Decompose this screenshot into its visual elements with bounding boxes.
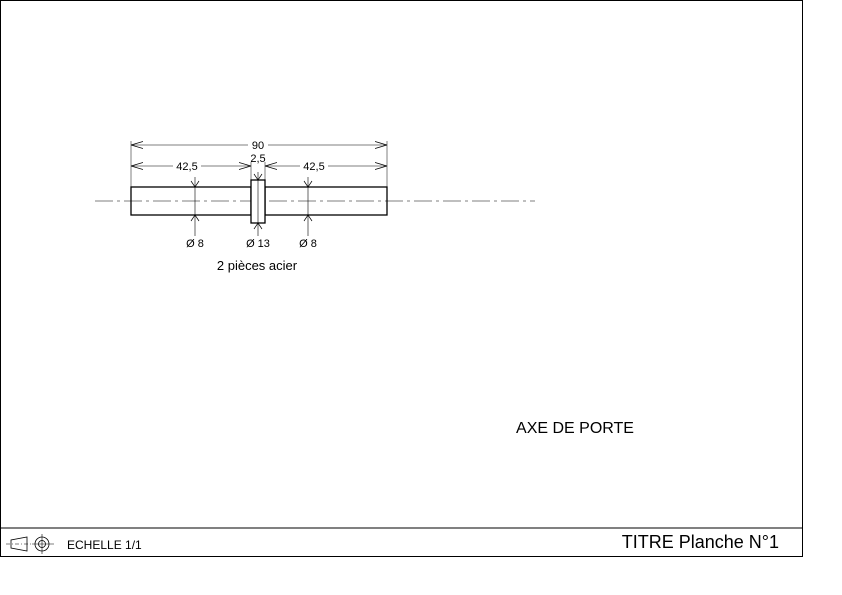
diameter-label-left: Ø 8 xyxy=(186,238,204,250)
dimension-overall-length: 90 xyxy=(252,140,264,152)
scale-label: ECHELLE 1/1 xyxy=(67,538,142,552)
sheet-border xyxy=(0,0,803,557)
material-note: 2 pièces acier xyxy=(217,258,298,273)
diameter-label-collar: Ø 13 xyxy=(246,238,270,250)
dimension-right-length: 42,5 xyxy=(303,161,324,173)
shaft-drawing: 90 42,5 42,5 2,5 Ø 8 Ø 13 Ø 8 2 pièces a… xyxy=(95,138,535,273)
diameter-label-right: Ø 8 xyxy=(299,238,317,250)
dimension-left-length: 42,5 xyxy=(176,161,197,173)
sheet-title: TITRE Planche N°1 xyxy=(622,532,779,552)
title-block: ECHELLE 1/1 TITRE Planche N°1 xyxy=(0,527,803,554)
first-angle-projection-icon xyxy=(6,534,54,554)
dimension-collar-width: 2,5 xyxy=(250,153,265,165)
part-name: AXE DE PORTE xyxy=(516,420,634,437)
